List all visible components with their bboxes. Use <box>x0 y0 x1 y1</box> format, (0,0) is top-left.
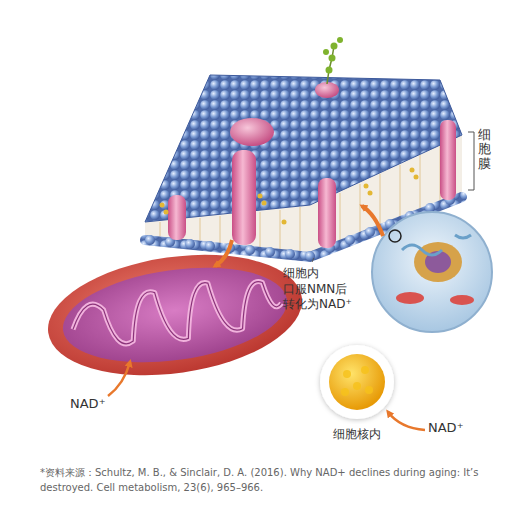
nucleus-circle <box>312 340 402 424</box>
nucleus-label: 细胞核内 <box>312 426 402 443</box>
source-caption: *资料来源：Schultz, M. B., & Sinclair, D. A. … <box>40 466 490 495</box>
membrane-label: 细胞膜 <box>478 128 491 171</box>
nad-label: NAD⁺ <box>428 420 464 437</box>
inner-note: 细胞内 口服NMN后 转化为NAD⁺ <box>283 266 357 313</box>
nad-label: NAD⁺ <box>70 396 106 413</box>
nucleus-node: 细胞核内 <box>312 340 402 443</box>
